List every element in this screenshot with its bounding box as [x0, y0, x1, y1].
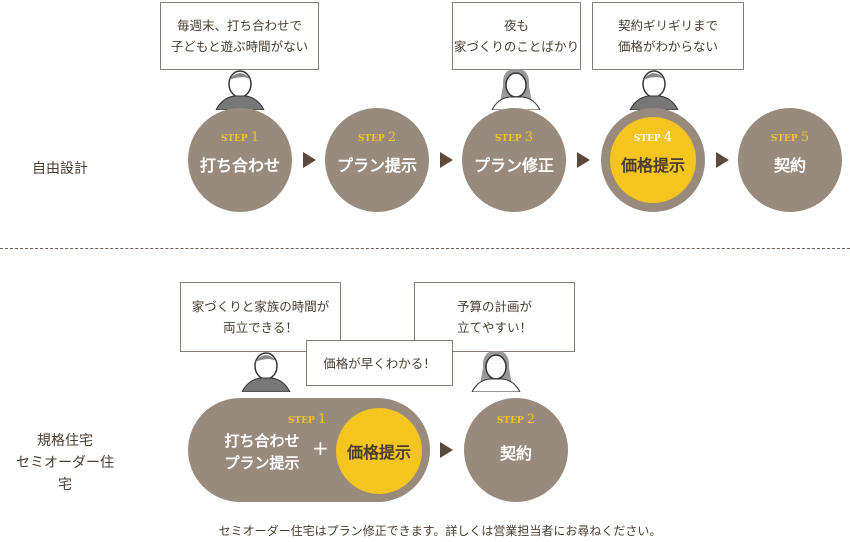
bubble-weekend: 毎週末、打ち合わせで 子どもと遊ぶ時間がない [160, 2, 319, 70]
step-name: 価格提示 [346, 443, 411, 462]
bubble-text: 価格が早くわかる！ [323, 355, 436, 371]
arrow-right-icon [440, 152, 453, 168]
step-label: STEP [496, 416, 524, 426]
semi-order-label: 規格住宅 セミオーダー住宅 [10, 430, 120, 496]
step-name: 価格提示 [620, 156, 685, 175]
step-label: STEP [770, 134, 798, 144]
step-name: 契約 [773, 156, 806, 175]
happy-woman-icon [471, 350, 521, 392]
bubble-text: 両立できる！ [223, 320, 298, 335]
arrow-right-icon [716, 152, 729, 168]
bubble-text: 毎週末、打ち合わせで [176, 18, 302, 33]
step-name: プラン修正 [473, 156, 554, 175]
bubble-text: 予算の計画が [456, 299, 532, 314]
worried-man-icon [215, 70, 265, 110]
step-name: プラン提示 [336, 156, 417, 175]
section-divider [0, 248, 850, 249]
step-label: STEP [494, 134, 522, 144]
step-number: 1 [317, 412, 327, 427]
bubble-text: 家づくりのことばかり [453, 39, 580, 54]
step-2-circle: STEP 2 プラン提示 [325, 108, 429, 212]
step-2-circle: STEP 2 契約 [464, 398, 568, 502]
bubble-early-price: 価格が早くわかる！ [306, 340, 453, 386]
step-label: STEP [288, 416, 315, 426]
step-name: 打ち合わせ [224, 432, 300, 450]
step-1-circle: STEP 1 打ち合わせ [188, 108, 292, 212]
label-line: 規格住宅 [37, 433, 93, 449]
step-5-circle: STEP 5 契約 [738, 108, 842, 212]
step-number: 3 [524, 130, 534, 145]
bubble-price: 契約ギリギリまで 価格がわからない [592, 2, 744, 70]
bubble-text: 子どもと遊ぶ時間がない [170, 39, 309, 54]
happy-man-icon [241, 352, 291, 392]
step-label: STEP [633, 134, 661, 144]
price-highlight-circle: 価格提示 [336, 408, 422, 494]
free-design-label: 自由設計 [32, 161, 88, 177]
worried-woman-icon [491, 68, 541, 110]
step-number: 2 [526, 412, 536, 427]
bubble-text: 契約ギリギリまで [617, 18, 718, 33]
step-1-pill: STEP 1 打ち合わせ プラン提示 + 価格提示 [188, 398, 430, 502]
arrow-right-icon [577, 152, 590, 168]
label-line: セミオーダー住宅 [16, 455, 114, 493]
bubble-text: 価格がわからない [617, 39, 718, 54]
step-name: 契約 [499, 444, 532, 463]
step-number: 2 [387, 130, 397, 145]
step-number: 5 [800, 130, 810, 145]
worried-man-icon [629, 70, 679, 110]
plus-icon: + [312, 436, 329, 460]
step-3-circle: STEP 3 プラン修正 [462, 108, 566, 212]
step-number: 1 [250, 130, 260, 145]
step-name: 打ち合わせ [199, 156, 280, 175]
step-name: プラン提示 [224, 454, 300, 472]
bubble-text: 家づくりと家族の時間が [191, 299, 330, 314]
footnote: セミオーダー住宅はプラン修正できます。詳しくは営業担当者にお尋ねください。 [218, 524, 662, 538]
arrow-right-icon [440, 442, 453, 458]
bubble-text: 夜も [503, 18, 529, 33]
step-label: STEP [357, 134, 385, 144]
bubble-night: 夜も 家づくりのことばかり [452, 2, 581, 70]
step-4-circle-highlight: STEP 4 価格提示 [601, 108, 705, 212]
arrow-right-icon [303, 152, 316, 168]
step-number: 4 [663, 130, 673, 145]
step-label: STEP [220, 134, 248, 144]
bubble-text: 立てやすい！ [456, 320, 532, 335]
